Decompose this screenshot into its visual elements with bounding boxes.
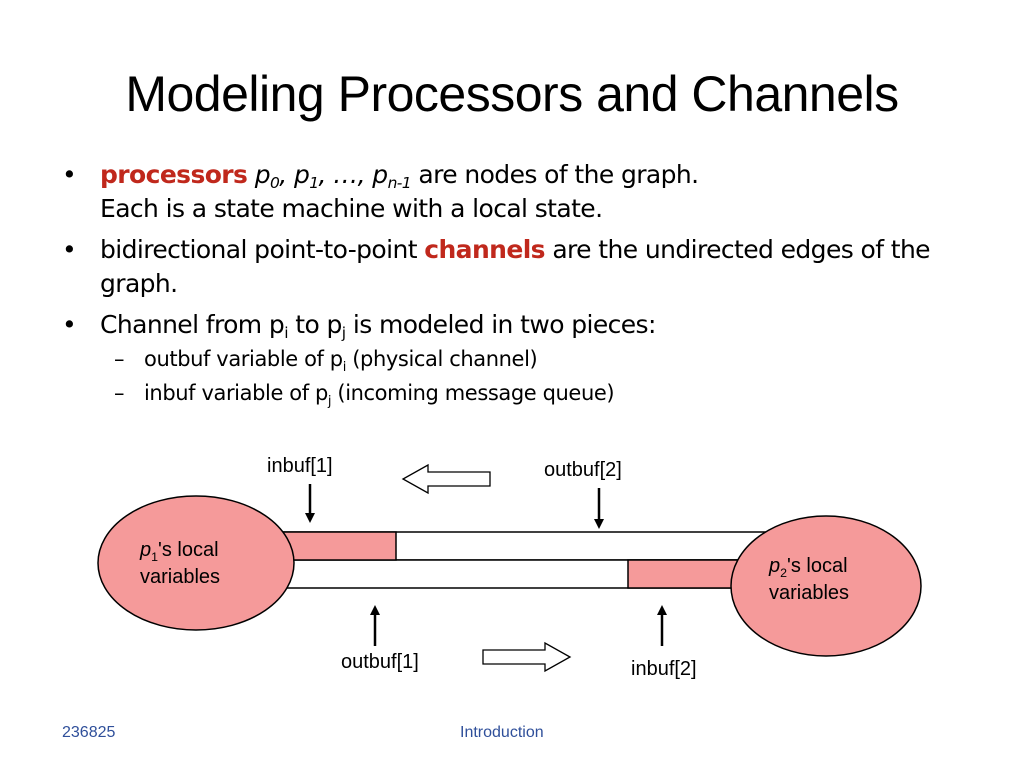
bullet-text: is modeled in two pieces: — [345, 310, 657, 339]
node-p2 — [730, 515, 922, 657]
bullet-text-line2: Each is a state machine with a local sta… — [100, 194, 603, 223]
bullet-channel-model: • Channel from pi to pj is modeled in tw… — [62, 308, 962, 342]
bullet-dot: • — [62, 310, 77, 339]
label-inbuf1: inbuf[1] — [267, 455, 333, 477]
bullet-text: to p — [287, 310, 342, 339]
channel-diagram: inbuf[1] outbuf[2] outbuf[1] inbuf[2] p1… — [0, 440, 1024, 710]
dash-marker: – — [114, 347, 125, 371]
page-title: Modeling Processors and Channels — [125, 66, 899, 122]
subscript: j — [327, 394, 332, 409]
footer-course-number: 236825 — [62, 724, 116, 741]
node-p1-label: p1's local variables — [140, 539, 221, 588]
subscript-j: j — [341, 324, 346, 342]
keyword-processors: processors — [100, 160, 248, 189]
ellipsis: , …, — [318, 160, 373, 189]
direction-arrow-left — [401, 463, 491, 495]
sub-bullet-inbuf: – inbuf variable of pj (incoming message… — [62, 376, 962, 410]
bullet-dot: • — [62, 235, 77, 264]
node-p1 — [97, 495, 295, 631]
sub-bullet-text: (physical channel) — [345, 347, 538, 371]
direction-arrow-right — [482, 641, 572, 673]
bullet-processors: • processors p0, p1, …, pn-1 are nodes o… — [62, 158, 962, 226]
sub-bullet-outbuf: – outbuf variable of pi (physical channe… — [62, 342, 962, 376]
dash-marker: – — [114, 381, 125, 405]
bullet-text: Channel from p — [100, 310, 285, 339]
sub-bullet-text: (incoming message queue) — [331, 381, 615, 405]
footer-section: Introduction — [460, 724, 544, 741]
separator: , — [279, 160, 294, 189]
bullet-channels: • bidirectional point-to-point channels … — [62, 233, 962, 301]
label-outbuf1: outbuf[1] — [341, 651, 419, 673]
diagram-canvas — [97, 463, 922, 673]
bullet-text: are the undirected edges of the graph. — [100, 235, 931, 298]
sub-bullet-text: inbuf variable of p — [144, 381, 328, 405]
node-p2-label: p2's local variables — [769, 555, 850, 604]
symbol-pn: pn-1 — [372, 160, 412, 192]
bullet-text: bidirectional point-to-point — [100, 235, 425, 264]
subscript-i: i — [284, 324, 288, 342]
symbol-p0: p0 — [254, 160, 280, 192]
bullet-dot: • — [62, 160, 77, 189]
label-inbuf2: inbuf[2] — [631, 658, 697, 680]
symbol-p1: p1 — [293, 160, 319, 192]
subscript: i — [342, 360, 347, 375]
bullet-text: are nodes of the graph. — [411, 160, 699, 189]
keyword-channels: channels — [424, 235, 545, 264]
label-outbuf2: outbuf[2] — [544, 459, 622, 481]
bullet-list: • processors p0, p1, …, pn-1 are nodes o… — [62, 158, 962, 410]
sub-bullet-text: outbuf variable of p — [144, 347, 343, 371]
